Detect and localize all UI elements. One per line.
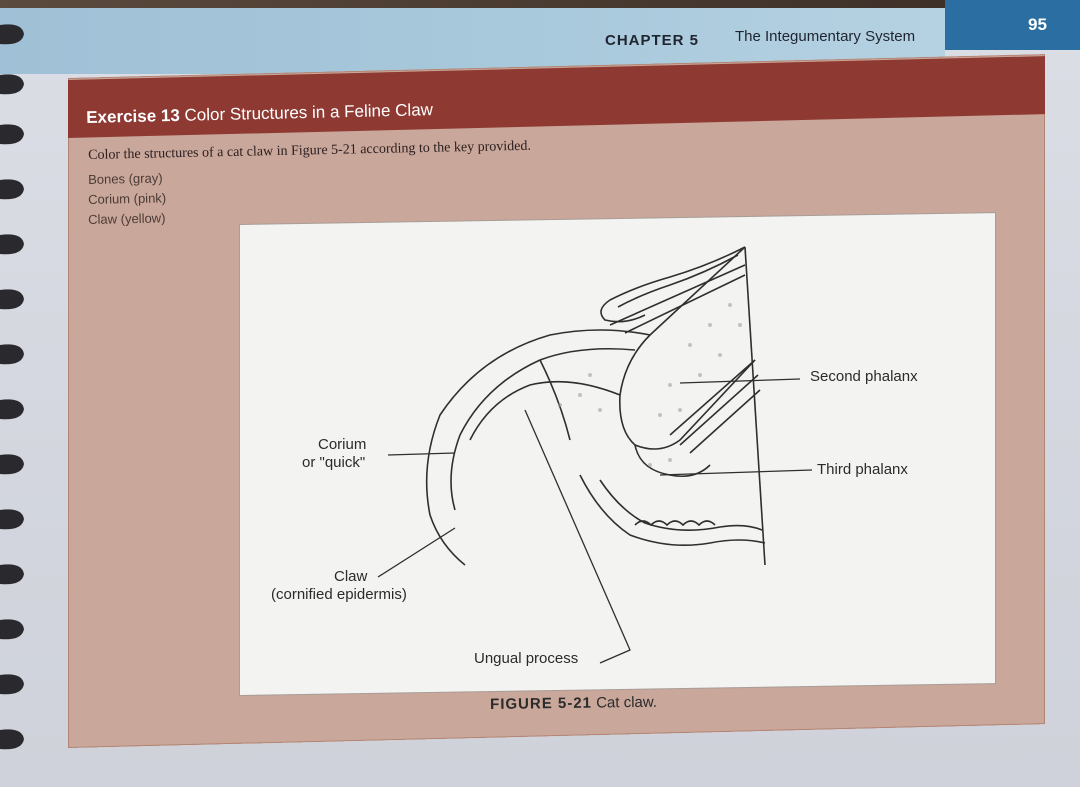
chapter-title: The Integumentary System: [735, 28, 916, 45]
cat-claw-illustration: [377, 246, 813, 664]
figure-caption-text: Cat claw.: [596, 693, 658, 712]
key-item-bones: Bones (gray): [88, 170, 163, 187]
label-claw-line2: (cornified epidermis): [271, 586, 407, 603]
label-corium-line1: Corium: [318, 436, 367, 453]
page-number: 95: [945, 0, 1080, 50]
label-second-phalanx: Second phalanx: [810, 368, 918, 385]
label-claw-line1: Claw: [334, 568, 368, 585]
key-item-claw: Claw (yellow): [88, 210, 166, 227]
key-item-corium: Corium (pink): [88, 190, 167, 207]
spiral-binding: [0, 24, 24, 750]
figure-caption: FIGURE 5-21 Cat claw.: [490, 694, 657, 713]
exercise-number: Exercise 13: [86, 105, 181, 127]
label-corium-line2: or "quick": [302, 454, 366, 471]
chapter-label: CHAPTER 5: [605, 32, 700, 49]
label-ungual-process: Ungual process: [474, 650, 579, 667]
label-third-phalanx: Third phalanx: [817, 461, 908, 478]
page-top-edge: [0, 0, 1080, 8]
figure-number: FIGURE 5-21: [490, 694, 593, 713]
